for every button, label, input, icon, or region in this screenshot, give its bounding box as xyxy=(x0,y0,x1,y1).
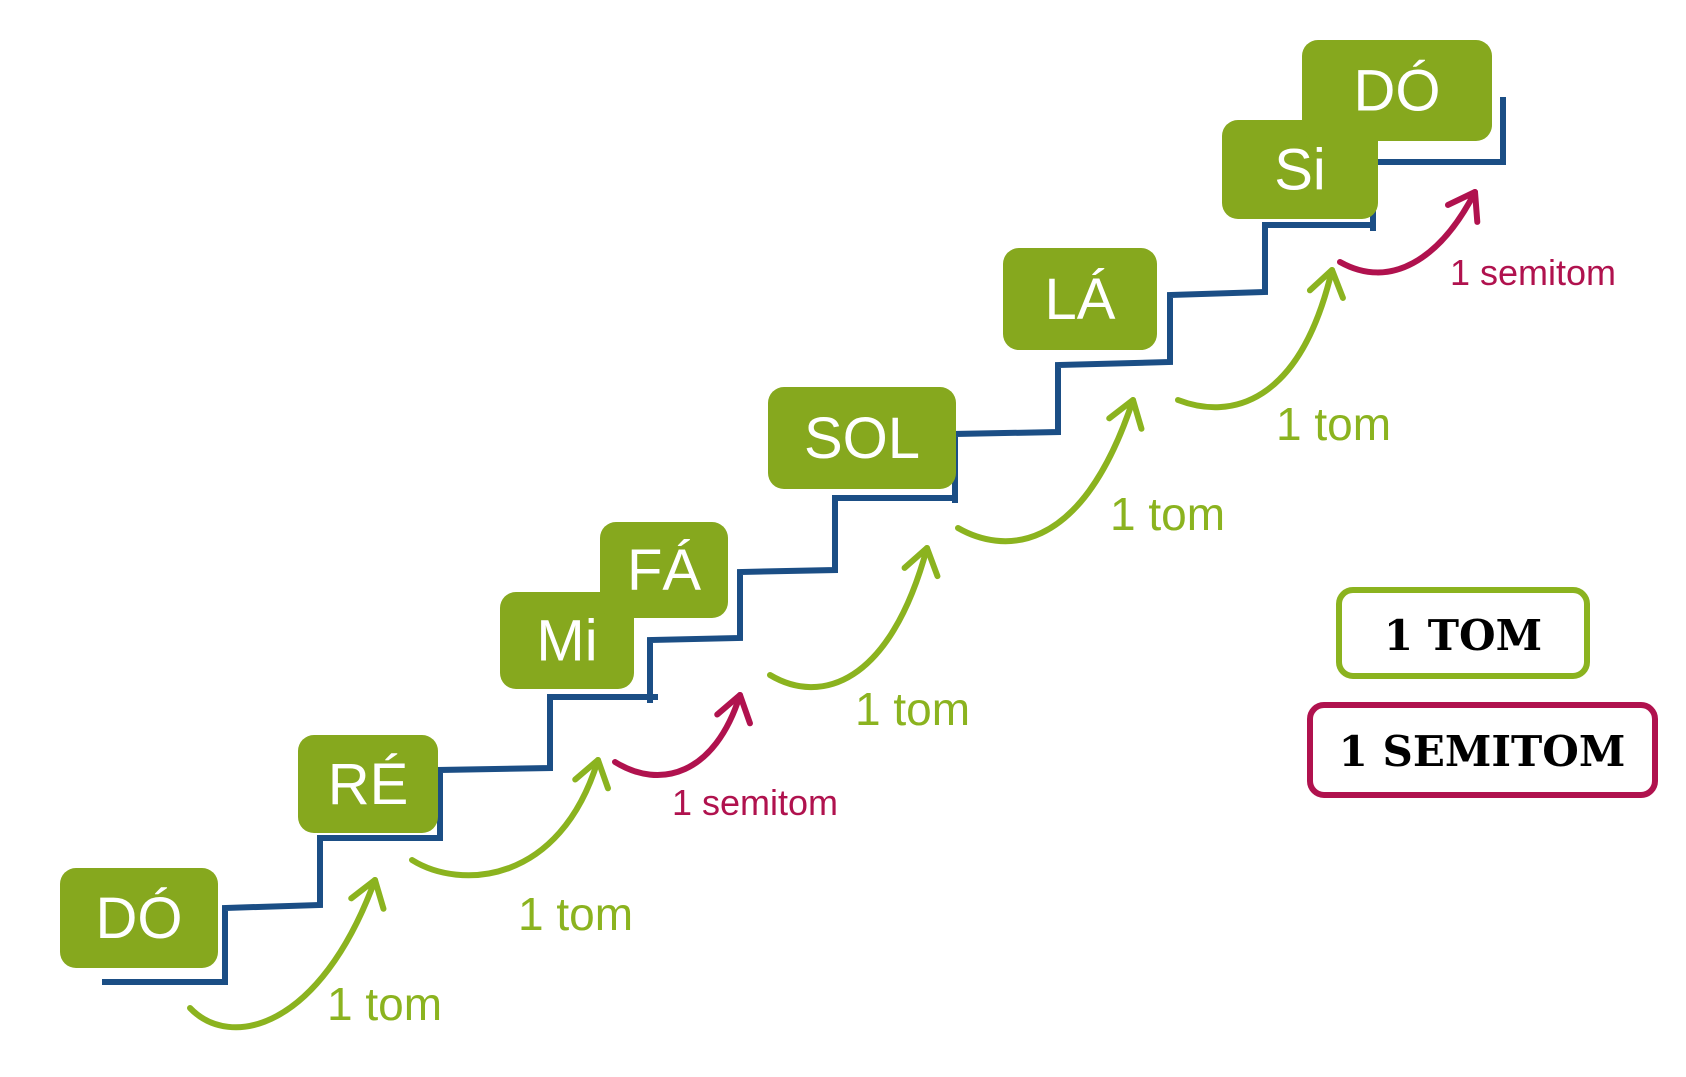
interval-label-5: 1 tom xyxy=(1110,488,1225,540)
interval-arrow-7-head xyxy=(1444,189,1481,225)
interval-arrow-1-head xyxy=(348,877,387,912)
note-la-label: LÁ xyxy=(1045,267,1116,332)
interval-arrow-5-head xyxy=(1106,397,1145,432)
note-fa-label: FÁ xyxy=(627,538,701,603)
note-si: Si xyxy=(1222,120,1378,219)
stair-segment-4 xyxy=(952,222,1373,503)
interval-label-7: 1 semitom xyxy=(1450,252,1616,293)
interval-arrow-7 xyxy=(1337,189,1481,276)
interval-label-4: 1 tom xyxy=(855,683,970,735)
interval-arrow-3-head xyxy=(714,692,753,727)
interval-label-2: 1 tom xyxy=(518,888,633,940)
legend-tom-box xyxy=(1336,587,1590,679)
interval-arrow-2-head xyxy=(572,757,611,792)
interval-arrow-6-head xyxy=(1306,267,1346,301)
legend-semitom-box xyxy=(1307,702,1658,798)
legend-semitom-label: 1 SEMITOM xyxy=(1339,727,1626,776)
note-fa: FÁ xyxy=(600,522,728,618)
interval-arrow-7-curve xyxy=(1337,189,1478,276)
stair-segment-3 xyxy=(647,495,958,703)
staircase xyxy=(102,97,1506,985)
interval-arrow-6 xyxy=(1175,267,1346,411)
note-fa-box xyxy=(600,522,728,618)
interval-arrow-1 xyxy=(187,877,387,1031)
note-do2: DÓ xyxy=(1302,40,1492,141)
note-sol-label: SOL xyxy=(804,406,920,471)
note-mi-label: Mi xyxy=(536,609,597,674)
interval-arrow-4-curve xyxy=(767,545,930,690)
note-mi-box xyxy=(500,592,634,689)
interval-arrow-4 xyxy=(767,545,941,690)
interval-arrow-1-curve xyxy=(187,877,378,1031)
legend: 1 TOM 1 SEMITOM xyxy=(1307,587,1658,798)
note-sol: SOL xyxy=(768,387,956,489)
interval-arrows xyxy=(187,189,1481,1031)
interval-arrow-4-head xyxy=(901,545,941,580)
note-re-box xyxy=(298,735,438,833)
interval-labels: 1 tom 1 tom 1 semitom 1 tom 1 tom 1 tom 1 semi… xyxy=(327,252,1616,1030)
interval-label-3: 1 semitom xyxy=(672,782,838,823)
legend-tom-label: 1 TOM xyxy=(1384,611,1542,660)
interval-arrow-6-curve xyxy=(1175,267,1335,411)
note-re-label: RÉ xyxy=(328,752,409,817)
interval-label-1: 1 tom xyxy=(327,978,442,1030)
note-do2-box xyxy=(1302,40,1492,141)
interval-arrow-3 xyxy=(612,692,753,778)
stair-segment-1 xyxy=(102,835,440,985)
note-mi: Mi xyxy=(500,592,634,689)
note-sol-box xyxy=(768,387,956,489)
stair-segment-2 xyxy=(437,694,658,841)
note-do-label: DÓ xyxy=(96,886,183,951)
interval-label-6: 1 tom xyxy=(1276,398,1391,450)
note-la: LÁ xyxy=(1003,248,1157,350)
note-do-box xyxy=(60,868,218,968)
interval-arrow-2 xyxy=(409,757,611,879)
interval-arrow-5 xyxy=(955,397,1145,545)
note-do2-label: DÓ xyxy=(1354,59,1441,124)
note-si-box xyxy=(1222,120,1378,219)
note-si-label: Si xyxy=(1274,138,1326,203)
note-la-box xyxy=(1003,248,1157,350)
interval-arrow-3-curve xyxy=(612,692,743,778)
note-re: RÉ xyxy=(298,735,438,833)
note-do: DÓ xyxy=(60,868,218,968)
interval-arrow-2-curve xyxy=(409,757,601,879)
interval-arrow-5-curve xyxy=(955,397,1136,545)
